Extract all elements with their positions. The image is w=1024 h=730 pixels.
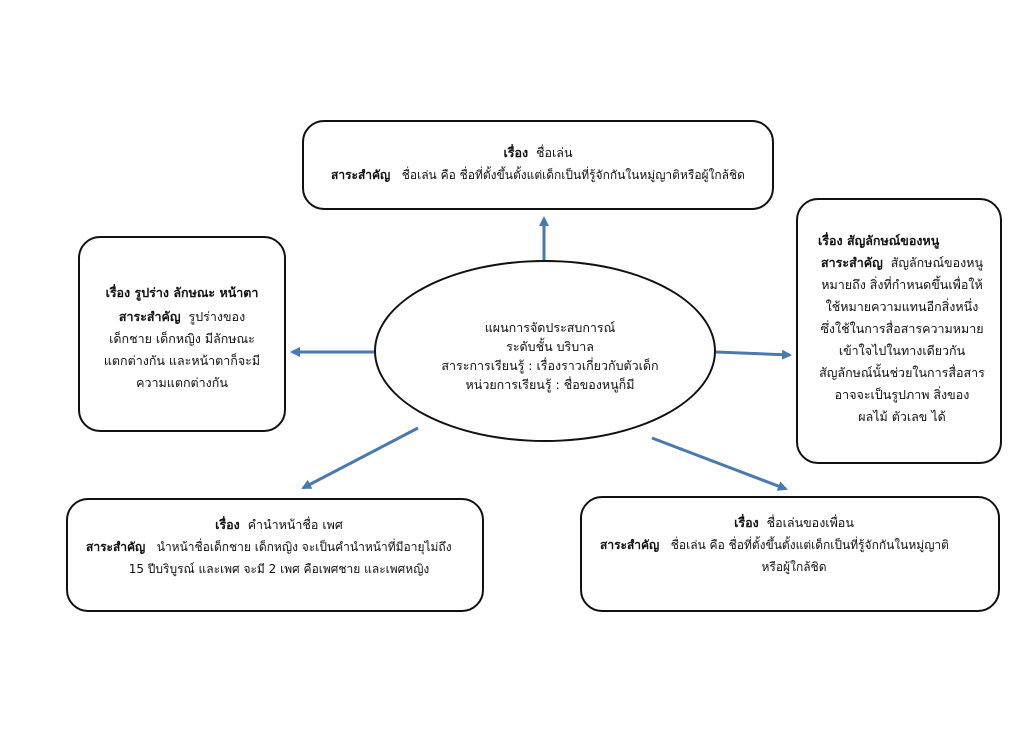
key-text-3: ใช้หมายความแทนอีกสิ่งหนึ่ง (825, 299, 979, 314)
key-line: สาระสำคัญ รูปร่างของ (88, 306, 276, 328)
key-text-2: 15 ปีบริบูรณ์ และเพศ จะมี 2 เพศ คือเพศชา… (128, 562, 430, 576)
center-text: แผนการจัดประสบการณ์ ระดับชั้น บริบาล สาร… (400, 318, 700, 394)
center-subject: สาระการเรียนรู้ : เรื่องราวเกี่ยวกับตัวเ… (441, 358, 659, 373)
topic-label: เรื่อง (734, 515, 759, 530)
topic-box-bottom-left: เรื่อง คำนำหน้าชื่อ เพศ สาระสำคัญ นำหน้า… (66, 498, 484, 612)
topic-box-top: เรื่อง ชื่อเล่น สาระสำคัญ ชื่อเล่น คือ ช… (302, 120, 774, 210)
key-text-4: ความแตกต่างกัน (136, 375, 228, 390)
center-level: ระดับชั้น บริบาล (506, 339, 594, 354)
topic-box-right: เรื่อง สัญลักษณ์ของหนู สาระสำคัญ สัญลักษ… (796, 198, 1002, 464)
topic-box-left: เรื่อง รูปร่าง ลักษณะ หน้าตา สาระสำคัญ ร… (78, 236, 286, 432)
key-label: สาระสำคัญ (821, 255, 883, 270)
topic-line: เรื่อง คำนำหน้าชื่อ เพศ (86, 514, 472, 536)
key-label: สาระสำคัญ (600, 538, 660, 552)
key-text-6: สัญลักษณ์นั้นช่วยในการสื่อสาร (819, 365, 985, 380)
topic-title: เรื่อง รูปร่าง ลักษณะ หน้าตา (105, 285, 259, 300)
key-text-7: อาจจะเป็นรูปภาพ สิ่งของ (834, 387, 970, 402)
topic-box-bottom-right: เรื่อง ชื่อเล่นของเพื่อน สาระสำคัญ ชื่อเ… (580, 496, 1000, 612)
key-label: สาระสำคัญ (331, 168, 391, 182)
topic-title: ชื่อเล่นของเพื่อน (766, 515, 854, 530)
key-line: สาระสำคัญ นำหน้าชื่อเด็กชาย เด็กหญิง จะเ… (86, 536, 472, 558)
key-label: สาระสำคัญ (86, 540, 146, 554)
key-text-1: รูปร่างของ (188, 309, 246, 324)
topic-title: คำนำหน้าชื่อ เพศ (247, 517, 343, 532)
arrow-to-bottom-right (651, 436, 788, 491)
key-text-3: แตกต่างกัน และหน้าตาก็จะมี (103, 353, 261, 368)
arrow-to-right (715, 349, 792, 360)
key-text: ชื่อเล่น คือ ชื่อที่ตั้งขึ้นตั้งแต่เด็กเ… (401, 168, 745, 182)
arrow-to-bottom-left (301, 426, 419, 490)
key-text-1: สัญลักษณ์ของหนู (890, 255, 983, 270)
topic-title: ชื่อเล่น (536, 145, 573, 160)
topic-title: เรื่อง สัญลักษณ์ของหนู (818, 233, 940, 248)
key-text-5: เข้าใจไปในทางเดียวกัน (838, 343, 966, 358)
key-line: สาระสำคัญ ชื่อเล่น คือ ชื่อที่ตั้งขึ้นตั… (600, 534, 988, 556)
center-unit: หน่วยการเรียนรู้ : ชื่อของหนูก็มี (465, 377, 635, 392)
key-line: สาระสำคัญ สัญลักษณ์ของหนู (808, 252, 996, 274)
topic-line: เรื่อง ชื่อเล่น (304, 142, 772, 164)
key-text-2: หรือผู้ใกล้ชิด (761, 560, 827, 574)
key-text-2: หมายถึง สิ่งที่กำหนดขึ้นเพื่อให้ (821, 277, 983, 292)
key-text-8: ผลไม้ ตัวเลข ได้ (858, 409, 946, 424)
center-title: แผนการจัดประสบการณ์ (484, 320, 616, 335)
topic-label: เรื่อง (503, 145, 529, 160)
key-text-1: ชื่อเล่น คือ ชื่อที่ตั้งขึ้นตั้งแต่เด็กเ… (670, 538, 949, 552)
key-text-1: นำหน้าชื่อเด็กชาย เด็กหญิง จะเป็นคำนำหน้… (156, 540, 452, 554)
key-label: สาระสำคัญ (118, 309, 181, 324)
topic-label: เรื่อง (215, 517, 240, 532)
topic-line: เรื่อง ชื่อเล่นของเพื่อน (600, 512, 988, 534)
key-line: สาระสำคัญ ชื่อเล่น คือ ชื่อที่ตั้งขึ้นตั… (304, 164, 772, 186)
center-ellipse (374, 260, 716, 442)
key-text-4: ซึ่งใช้ในการสื่อสารความหมาย (820, 321, 984, 336)
key-text-2: เด็กชาย เด็กหญิง มีลักษณะ (109, 331, 255, 346)
